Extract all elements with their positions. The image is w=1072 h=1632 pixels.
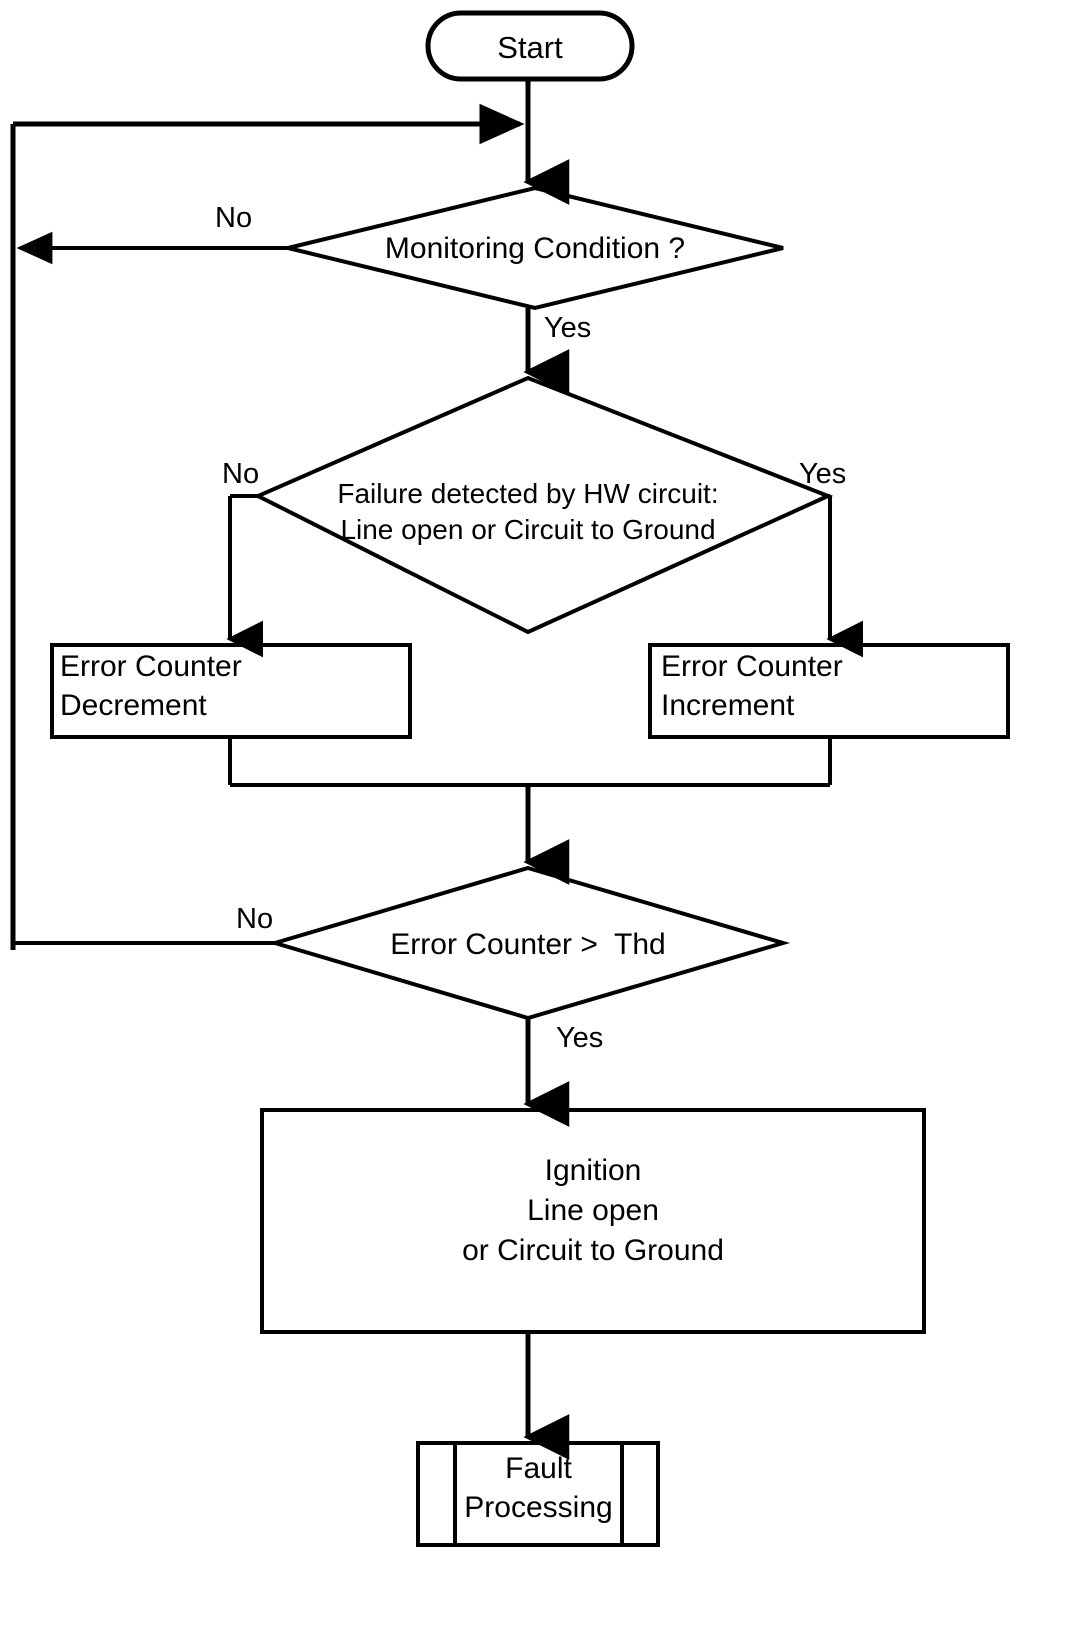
error-counter-decrement-box-shape [50, 643, 412, 739]
ignition-fault-box-shape [260, 1108, 926, 1334]
edge-label-failure-yes: Yes [799, 458, 847, 490]
monitoring-condition-diamond-shape [287, 185, 784, 311]
edge-label-threshold-yes: Yes [556, 1022, 604, 1054]
error-counter-threshold-diamond-shape [267, 865, 791, 1021]
failure-detected-diamond-shape [253, 375, 834, 635]
fault-processing-box-shape [416, 1441, 660, 1547]
error-counter-increment-box-shape [648, 643, 1010, 739]
edge-label-failure-no: No [222, 458, 260, 490]
start-terminator-shape [425, 10, 635, 82]
edge-label-monitoring-no: No [215, 202, 253, 234]
edge-label-threshold-no: No [236, 903, 274, 935]
edge-label-monitoring-yes: Yes [544, 312, 592, 344]
